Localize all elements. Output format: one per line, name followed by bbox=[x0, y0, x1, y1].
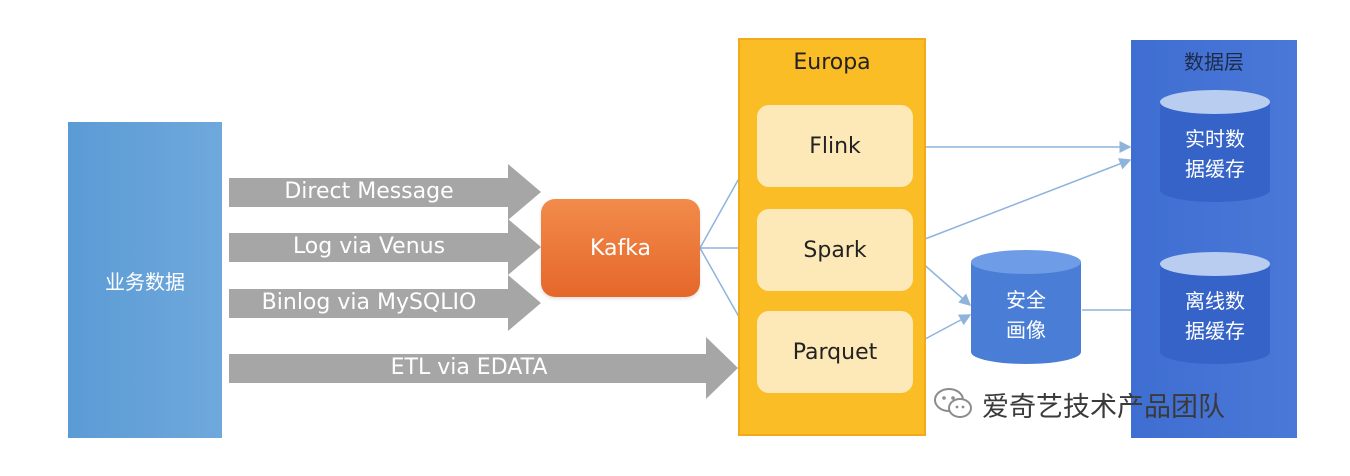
data-layer-panel: 数据层 bbox=[1131, 40, 1297, 438]
direct-message-label: Direct Message bbox=[284, 179, 454, 204]
europa-title: Europa bbox=[793, 50, 871, 75]
log-via-venus-label: Log via Venus bbox=[292, 234, 446, 259]
arrow-binlog-via-mysqlio bbox=[229, 275, 541, 331]
realtime-cache-line2: 据缓存 bbox=[1185, 157, 1245, 181]
business-data-label: 业务数据 bbox=[105, 269, 185, 294]
realtime-cache-label: 实时数 据缓存 bbox=[1160, 124, 1270, 184]
data-layer-title: 数据层 bbox=[1184, 50, 1244, 74]
spark-label: Spark bbox=[803, 237, 867, 263]
realtime-cache-line1: 实时数 bbox=[1185, 127, 1245, 151]
kafka-box: Kafka bbox=[541, 199, 700, 297]
flink-box: Flink bbox=[757, 105, 913, 187]
wechat-icon bbox=[934, 388, 972, 418]
security-profile-line1: 安全 bbox=[1006, 288, 1046, 312]
arrow-log-via-venus bbox=[229, 219, 541, 275]
parquet-label: Parquet bbox=[792, 339, 878, 365]
security-profile-line2: 画像 bbox=[1006, 318, 1046, 342]
offline-cache-line1: 离线数 bbox=[1185, 289, 1245, 313]
flink-label: Flink bbox=[809, 133, 861, 159]
business-data-box: 业务数据 bbox=[68, 122, 222, 438]
security-profile-label: 安全 画像 bbox=[971, 285, 1081, 345]
watermark-text: 爱奇艺技术产品团队 bbox=[982, 391, 1225, 423]
kafka-label: Kafka bbox=[589, 235, 652, 261]
arrow-etl-via-edata bbox=[229, 337, 738, 399]
europa-panel: Europa Flink Spark Parquet bbox=[738, 38, 926, 436]
offline-cache-label: 离线数 据缓存 bbox=[1160, 286, 1270, 346]
connector-spark-realtime bbox=[911, 158, 1132, 245]
offline-cache-line2: 据缓存 bbox=[1185, 319, 1245, 343]
watermark: 爱奇艺技术产品团队 bbox=[932, 384, 1225, 424]
binlog-via-mysqlio-label: Binlog via MySQLIO bbox=[261, 290, 477, 315]
spark-box: Spark bbox=[757, 209, 913, 291]
etl-via-edata-label: ETL via EDATA bbox=[390, 355, 548, 380]
parquet-box: Parquet bbox=[757, 311, 913, 393]
arrow-direct-message bbox=[229, 164, 541, 220]
security-profile-cylinder bbox=[971, 250, 1081, 364]
